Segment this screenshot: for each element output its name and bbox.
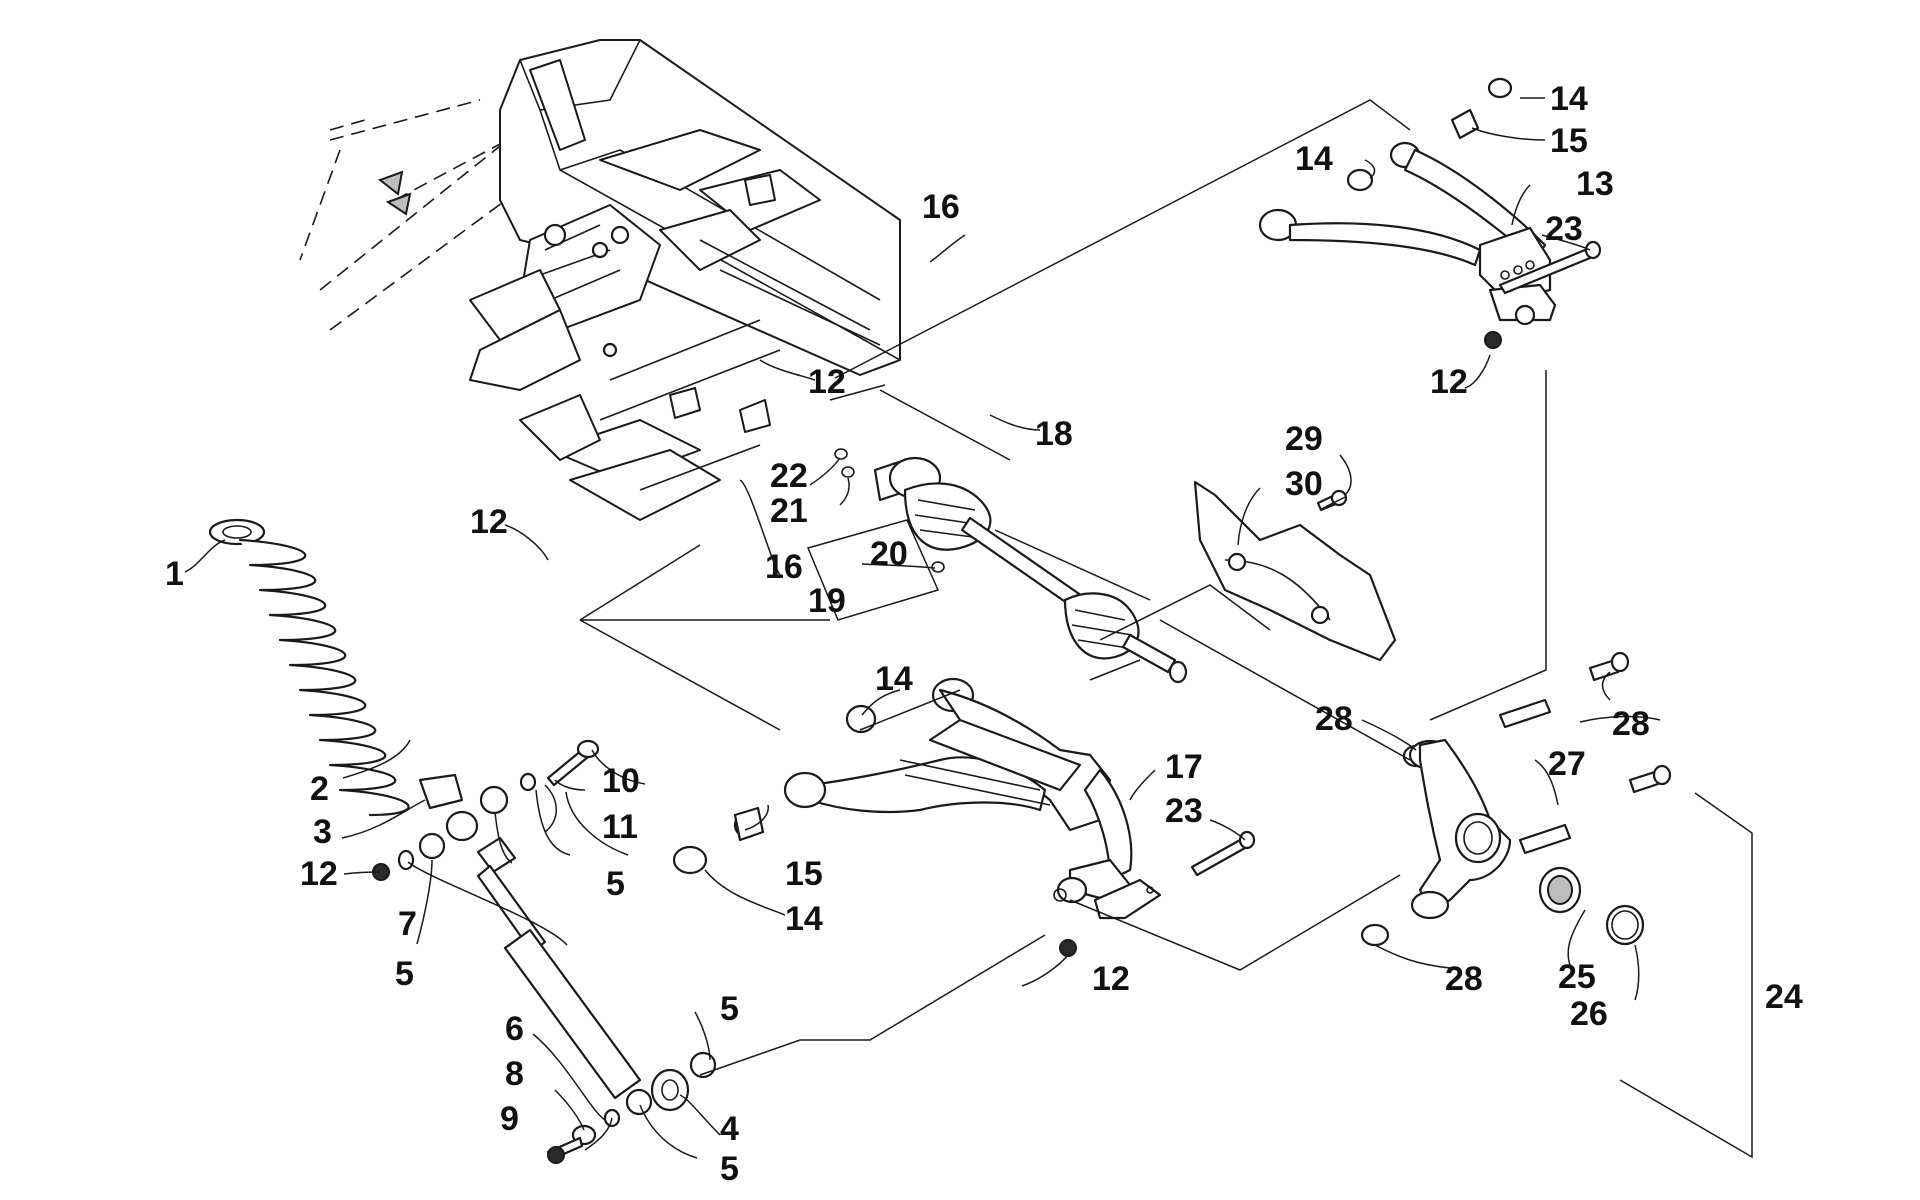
callout-9: 9 <box>500 1100 519 1138</box>
spring-retainer-bottom <box>418 773 464 810</box>
callout-21: 21 <box>770 492 808 530</box>
heat-shield <box>1193 480 1397 662</box>
callout-22: 22 <box>770 457 808 495</box>
callout-7: 7 <box>398 905 417 943</box>
callout-5-c: 5 <box>720 990 739 1028</box>
vehicle-frame <box>299 39 901 521</box>
callout-14-lower-b: 14 <box>785 900 823 938</box>
callout-12-upper-arm: 12 <box>1430 363 1468 401</box>
lower-a-arm <box>672 677 1256 957</box>
cv-axle <box>834 448 1188 684</box>
callout-19-box <box>806 519 940 621</box>
callout-12-frame-center: 12 <box>808 363 846 401</box>
callout-20: 20 <box>870 535 908 573</box>
callout-5-b: 5 <box>395 955 414 993</box>
callout-29: 29 <box>1285 420 1323 458</box>
callout-30: 30 <box>1285 465 1323 503</box>
callout-16-upper: 16 <box>922 188 960 226</box>
callout-19: 19 <box>808 582 846 620</box>
callout-4: 4 <box>720 1110 739 1148</box>
callout-28-bottom: 28 <box>1445 960 1483 998</box>
callout-12-lower-arm: 12 <box>1092 960 1130 998</box>
callout-23-upper: 23 <box>1545 210 1583 248</box>
callout-13: 13 <box>1576 165 1614 203</box>
callout-16-lower: 16 <box>765 548 803 586</box>
callout-leaders <box>184 97 1661 1159</box>
shock-absorber <box>445 810 690 1112</box>
callout-15-lower: 15 <box>785 855 823 893</box>
callout-23-lower: 23 <box>1165 792 1203 830</box>
callout-28-left: 28 <box>1315 700 1353 738</box>
callout-18: 18 <box>1035 415 1073 453</box>
callout-24: 24 <box>1765 978 1803 1016</box>
callout-8: 8 <box>505 1055 524 1093</box>
callout-27: 27 <box>1548 745 1586 783</box>
callout-1: 1 <box>165 555 184 593</box>
callout-14-lower-a: 14 <box>875 660 913 698</box>
callout-24-bracket <box>1619 792 1753 1159</box>
callout-17: 17 <box>1165 748 1203 786</box>
callout-15-upper: 15 <box>1550 122 1588 160</box>
assembly-lines <box>579 99 1547 1076</box>
upper-a-arm <box>1258 77 1602 349</box>
callout-3: 3 <box>313 813 332 851</box>
callout-18-leader <box>879 389 1011 461</box>
callout-25: 25 <box>1558 958 1596 996</box>
callout-6: 6 <box>505 1010 524 1048</box>
spindle-knuckle <box>1360 651 1672 947</box>
callout-14-upper-a: 14 <box>1550 80 1588 118</box>
spring-retainer-top <box>208 518 266 546</box>
callout-labels: 1 2 3 4 5 5 5 5 6 7 8 9 10 11 12 12 12 1… <box>165 80 1803 1188</box>
coil-spring <box>238 538 410 817</box>
callout-11: 11 <box>602 808 638 846</box>
callout-5-d: 5 <box>720 1150 739 1188</box>
callout-12-shock: 12 <box>300 855 338 893</box>
callout-14-upper-b: 14 <box>1295 140 1333 178</box>
callout-12-frame-left: 12 <box>470 503 508 541</box>
callout-28-right: 28 <box>1612 705 1650 743</box>
callout-26: 26 <box>1570 995 1608 1033</box>
callout-10: 10 <box>602 762 640 800</box>
callout-5-a: 5 <box>606 865 625 903</box>
callout-2: 2 <box>310 770 329 808</box>
